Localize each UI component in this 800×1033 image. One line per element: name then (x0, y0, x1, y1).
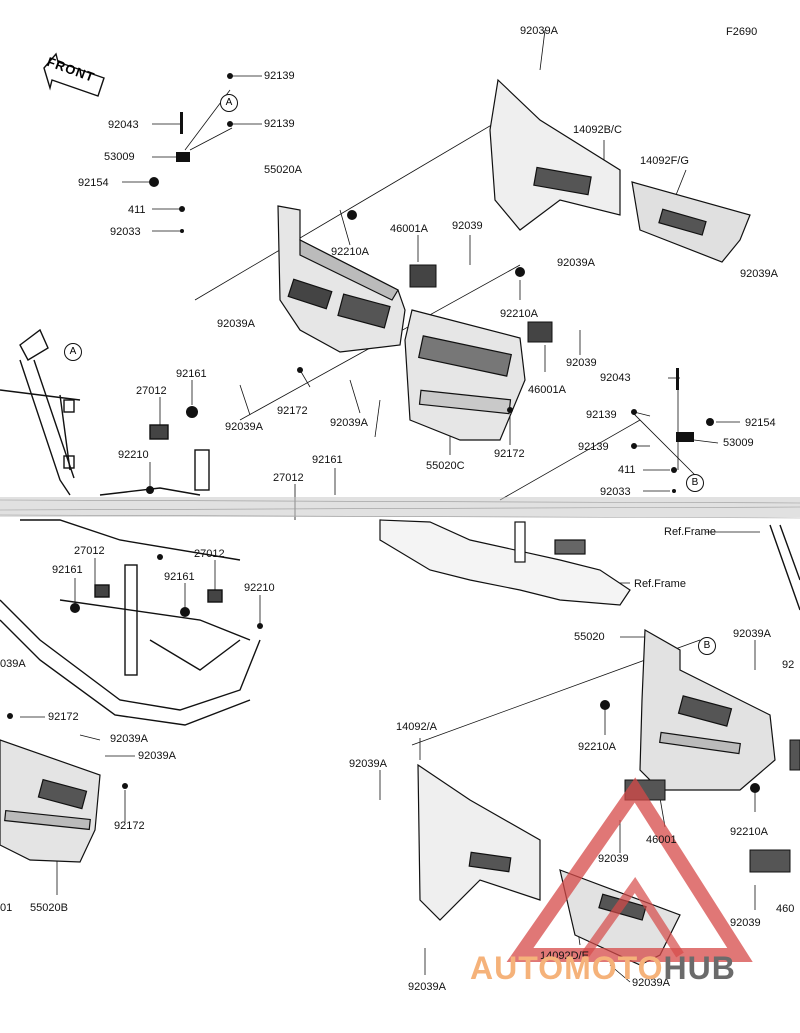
part-label: 01 (0, 902, 13, 914)
callout-a-top: A (220, 94, 238, 112)
part-label: 14092B/C (573, 124, 622, 136)
part-label: 55020B (30, 902, 68, 914)
part-label: 411 (618, 464, 636, 476)
part-label: 14092F/G (640, 155, 689, 167)
part-label: 92039A (225, 421, 263, 433)
part-label: 46001 (646, 834, 677, 846)
part-label: 92039A (110, 733, 148, 745)
part-label: 92139 (264, 118, 295, 130)
watermark-part1: AUTOMOTO (470, 950, 664, 986)
part-label: 92210A (730, 826, 768, 838)
part-label: 92210A (578, 741, 616, 753)
part-label: 92 (782, 659, 795, 671)
watermark: AUTOMOTOHUB (470, 950, 736, 987)
part-label: 92172 (114, 820, 145, 832)
part-label: 92154 (745, 417, 776, 429)
callout-a-left: A (64, 343, 82, 361)
part-label: 92039A (138, 750, 176, 762)
figure-code: F2690 (726, 26, 758, 38)
part-label: 92039A (330, 417, 368, 429)
part-label: 55020C (426, 460, 465, 472)
part-label: 27012 (194, 548, 225, 560)
part-label: 92172 (277, 405, 308, 417)
part-label: 46001A (528, 384, 566, 396)
part-label: 92154 (78, 177, 109, 189)
part-label: 92161 (312, 454, 343, 466)
part-label: 92172 (48, 711, 79, 723)
part-label: 92210 (244, 582, 275, 594)
part-label: 27012 (136, 385, 167, 397)
part-label: 92039 (452, 220, 483, 232)
part-label: 27012 (74, 545, 105, 557)
part-label: 92039 (566, 357, 597, 369)
part-label: 92033 (600, 486, 631, 498)
part-label: 92039A (408, 981, 446, 993)
part-label: 039A (0, 658, 26, 670)
callout-b-mid: B (686, 474, 704, 492)
part-label: 92172 (494, 448, 525, 460)
part-label: 92161 (176, 368, 207, 380)
part-label: 92039A (217, 318, 255, 330)
watermark-part2: HUB (663, 950, 736, 986)
part-label: 92139 (264, 70, 295, 82)
part-label: 55020 (574, 631, 605, 643)
part-label: 92210 (118, 449, 149, 461)
part-label: 55020A (264, 164, 302, 176)
part-label: Ref.Frame (634, 578, 686, 590)
part-label: 53009 (723, 437, 754, 449)
part-label: 14092D/E (540, 950, 589, 962)
part-label: 92033 (110, 226, 141, 238)
part-label: 92039A (733, 628, 771, 640)
part-label: 460 (776, 903, 795, 915)
part-label: 92210A (331, 246, 369, 258)
part-label: 27012 (273, 472, 304, 484)
part-label: 92039A (740, 268, 778, 280)
part-label: 53009 (104, 151, 135, 163)
part-label: 46001A (390, 223, 428, 235)
part-label: 411 (128, 204, 146, 216)
part-label: 92043 (108, 119, 139, 131)
part-label: 92039A (557, 257, 595, 269)
part-label: 14092/A (396, 721, 437, 733)
part-label: 92039A (632, 977, 670, 989)
part-label: 92039A (349, 758, 387, 770)
part-label: 92039 (598, 853, 629, 865)
part-label: Ref.Frame (664, 526, 716, 538)
part-label: 92161 (164, 571, 195, 583)
part-label: 92161 (52, 564, 83, 576)
part-label: 92039A (520, 25, 558, 37)
part-label: 92139 (578, 441, 609, 453)
callout-b-lower: B (698, 637, 716, 655)
part-label: 92039 (730, 917, 761, 929)
part-label: 92139 (586, 409, 617, 421)
part-label: 92043 (600, 372, 631, 384)
part-label: 92210A (500, 308, 538, 320)
